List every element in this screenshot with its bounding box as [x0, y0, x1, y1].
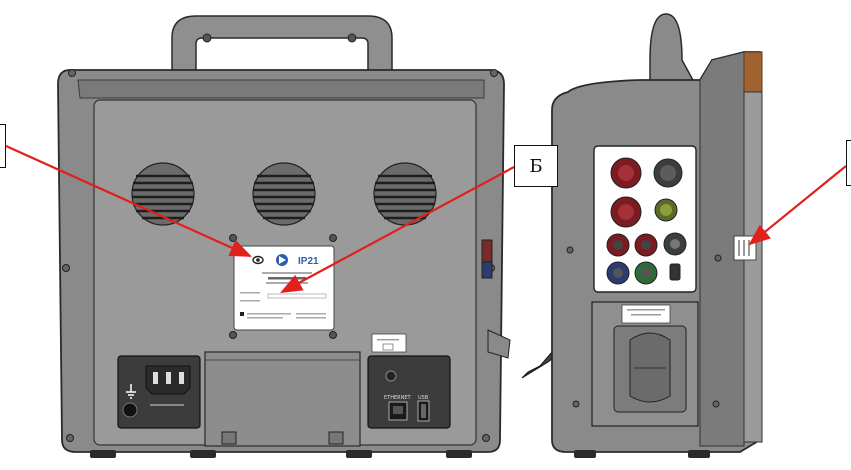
- callout-b-label: Б: [529, 155, 543, 177]
- side-screws: [566, 246, 722, 408]
- ethernet-port-label: ETHERNET: [384, 395, 412, 401]
- speaker-grille-right: [373, 162, 437, 226]
- callout-arrows: [5, 144, 847, 294]
- recorder-bay: [591, 301, 699, 427]
- side-handle: [649, 13, 696, 83]
- usb-port-label: USB: [418, 395, 429, 401]
- side-connector-panel: [593, 145, 697, 293]
- speaker-grille-center: [252, 162, 316, 226]
- connector-temp-icon: [654, 198, 678, 222]
- speaker-grilles: [131, 162, 437, 226]
- wood-trim: [743, 51, 763, 93]
- brand-logo-icon: [276, 254, 288, 266]
- arrow-right-to-side-label: [748, 165, 847, 246]
- side-feet: [574, 450, 710, 458]
- rear-view: IP21: [57, 15, 557, 458]
- connector-ibp-icon: [606, 261, 681, 285]
- model-label: IP21: [298, 256, 319, 267]
- callout-b-box: Б: [514, 145, 558, 187]
- callout-right-box: [846, 140, 851, 186]
- ground-symbol-icon: [126, 384, 136, 399]
- arrow-b-to-label-plate: [280, 166, 515, 294]
- io-ports-module: ETHERNET USB: [367, 333, 451, 429]
- warning-eye-icon: [252, 255, 264, 265]
- connector-ecg-icon: [610, 157, 642, 189]
- side-serial-label: [733, 235, 757, 261]
- connector-resp-icon: [610, 196, 642, 228]
- callout-left-box: [0, 124, 6, 168]
- side-view: [551, 13, 763, 458]
- battery-compartment-cover: [204, 351, 361, 447]
- connector-spo2-icon: [653, 158, 683, 188]
- connector-nibp-icon: [606, 232, 687, 257]
- usb-port-icon: [417, 400, 430, 422]
- power-inlet-module: [117, 355, 201, 429]
- ethernet-port-icon: [388, 401, 408, 421]
- rating-label-plate: IP21: [229, 234, 337, 339]
- rear-feet: [90, 450, 472, 458]
- arrow-left-to-label-icon: [5, 144, 253, 258]
